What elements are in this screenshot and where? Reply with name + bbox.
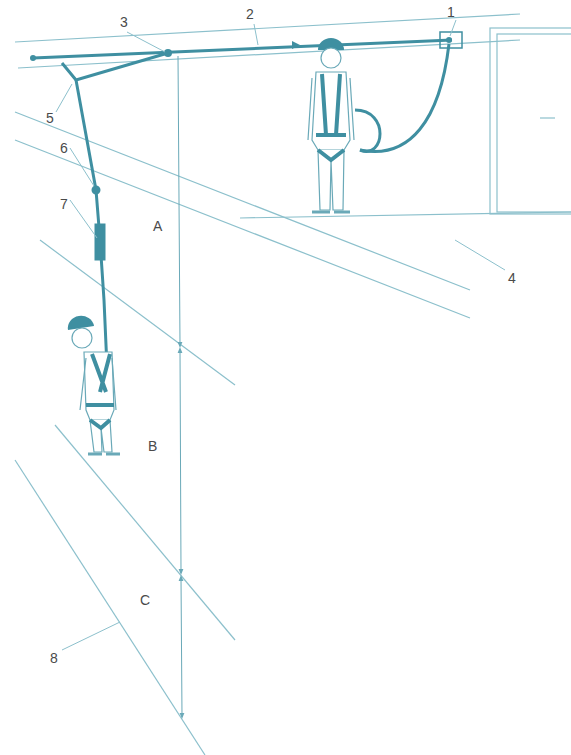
- rail: [33, 40, 452, 58]
- energy-absorber: [96, 225, 104, 259]
- callout-label: 3: [120, 14, 128, 30]
- callout-label: B: [148, 438, 157, 454]
- clearance-dimension: [178, 56, 182, 716]
- rail-system: [30, 32, 462, 61]
- torso: [312, 72, 350, 150]
- leader-line: [450, 20, 456, 36]
- ceiling-line: [15, 14, 520, 42]
- rail-arrow: [292, 41, 300, 49]
- callout-label: C: [140, 592, 150, 608]
- feet: [312, 211, 350, 214]
- leader-line: [62, 622, 120, 650]
- level-line: [55, 425, 235, 640]
- level-line: [40, 240, 235, 385]
- door-handle: [540, 117, 555, 118]
- callout-label: 5: [46, 110, 54, 126]
- door: [490, 28, 571, 214]
- dimension-line: [180, 350, 181, 572]
- harness: [316, 74, 346, 160]
- rail-stop: [30, 55, 36, 61]
- suspended-worker: [68, 316, 120, 454]
- leader-line: [254, 24, 258, 45]
- leader-line: [127, 32, 165, 52]
- y-lanyard: [62, 53, 168, 80]
- callout-label: 2: [246, 6, 254, 22]
- lanyard: [62, 53, 168, 390]
- standing-worker: [308, 38, 354, 212]
- callout-label: A: [153, 218, 162, 234]
- leader-line: [455, 240, 505, 270]
- wall-base: [240, 212, 571, 218]
- head: [72, 328, 92, 348]
- callout-label: 8: [50, 650, 58, 666]
- right-lanyard: [360, 44, 449, 152]
- harness: [86, 354, 114, 428]
- connector: [93, 187, 99, 193]
- leader-line: [56, 84, 72, 112]
- callout-label: 4: [508, 270, 516, 286]
- dimension-line: [178, 56, 180, 345]
- floor-edge: [15, 112, 470, 290]
- callout-label: 6: [60, 140, 68, 156]
- leader-line: [70, 200, 97, 238]
- callout-label: 1: [447, 4, 455, 20]
- right-lanyard: [355, 110, 380, 151]
- arms: [308, 78, 354, 140]
- callout-label: 7: [60, 196, 68, 212]
- floor-edge: [15, 140, 470, 318]
- level-line: [15, 460, 205, 755]
- leader-line: [70, 148, 94, 186]
- room-lines: [15, 14, 571, 755]
- leader-lines: [56, 20, 505, 650]
- dimension-line: [181, 578, 182, 716]
- anchor-point: [446, 37, 452, 43]
- door-frame: [497, 34, 571, 212]
- head: [321, 48, 341, 68]
- feet: [88, 453, 120, 456]
